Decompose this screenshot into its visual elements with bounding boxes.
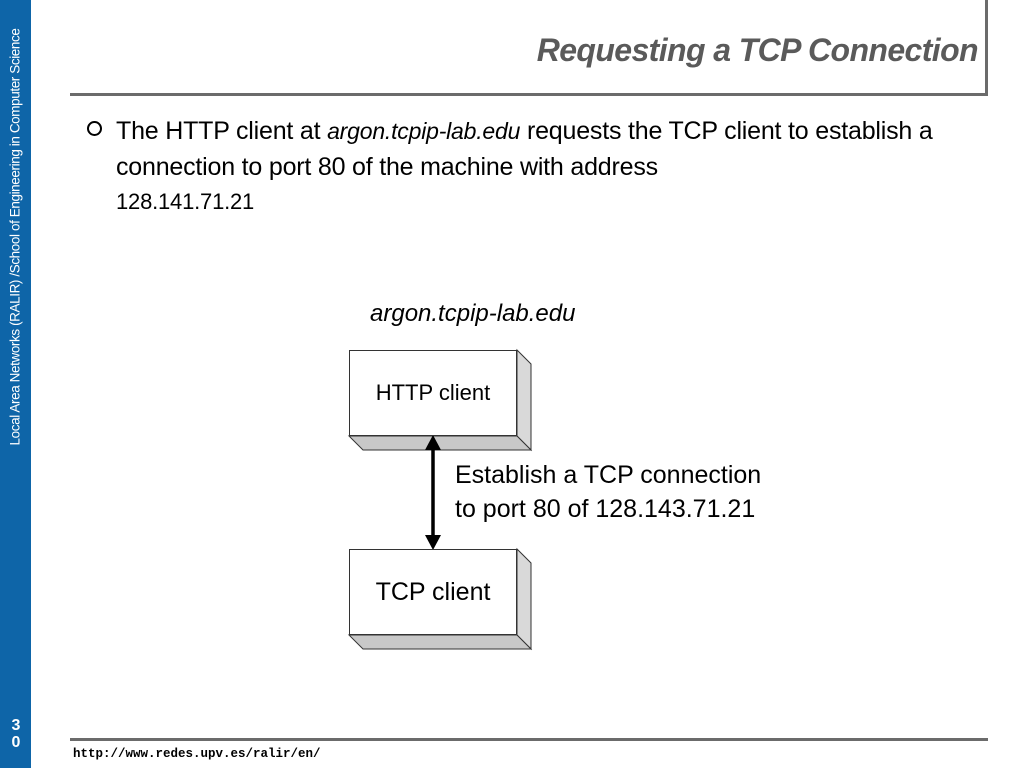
bullet-circle-icon bbox=[87, 121, 102, 136]
http-client-label: HTTP client bbox=[375, 380, 491, 405]
http-client-box: HTTP client bbox=[349, 350, 517, 436]
diagram-host-label: argon.tcpip-lab.edu bbox=[370, 300, 576, 327]
page-number-digit-1: 3 bbox=[11, 717, 21, 734]
bullet-part-1: The HTTP client at bbox=[116, 117, 328, 145]
box-top-side-face bbox=[516, 348, 532, 452]
bullet-ip: 128.141.71.21 bbox=[116, 189, 255, 214]
arrow-head-down-icon bbox=[425, 535, 441, 550]
title-rule bbox=[70, 93, 988, 96]
box-bottom-bottom-face bbox=[347, 634, 533, 650]
arrow-head-up-icon bbox=[425, 435, 441, 450]
tcp-client-label: TCP client bbox=[375, 577, 491, 606]
connection-label-line-2: to port 80 of 128.143.71.21 bbox=[455, 495, 756, 523]
bullet-host: argon.tcpip-lab.edu bbox=[327, 118, 521, 144]
slide-title: Requesting a TCP Connection bbox=[536, 32, 979, 68]
box-bottom-side-face bbox=[516, 547, 532, 651]
course-label: Local Area Networks (RALIR) /School of E… bbox=[7, 28, 23, 446]
box-top-bottom-face bbox=[347, 435, 533, 451]
title-vertical-rule bbox=[985, 0, 988, 96]
bullet-text: The HTTP client at argon.tcpip-lab.edu r… bbox=[116, 113, 976, 219]
connection-label-line-1: Establish a TCP connection bbox=[455, 461, 762, 489]
side-band: Local Area Networks (RALIR) /School of E… bbox=[0, 0, 31, 768]
footer-url-link[interactable]: http://www.redes.upv.es/ralir/en/ bbox=[73, 747, 321, 761]
tcp-client-box: TCP client bbox=[349, 549, 517, 635]
bullet-part-2: requests the TCP client to establish a c… bbox=[116, 117, 933, 181]
footer-rule bbox=[70, 738, 988, 741]
page-number: 3 0 bbox=[8, 717, 24, 751]
page-number-digit-2: 0 bbox=[11, 734, 21, 751]
connection-label: Establish a TCP connection to port 80 of… bbox=[455, 458, 761, 526]
